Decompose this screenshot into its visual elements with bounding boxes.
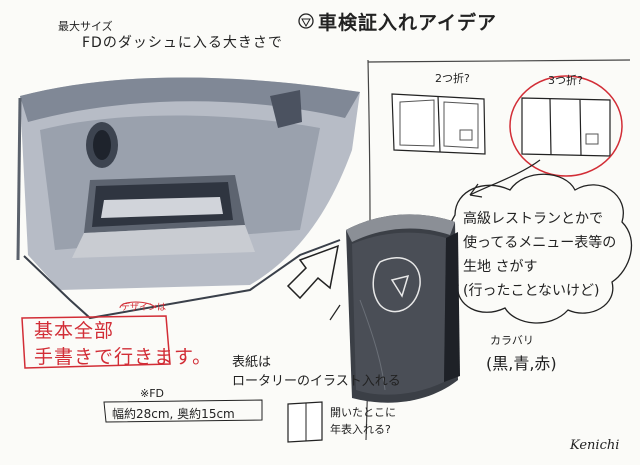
speech-cloud <box>443 173 633 324</box>
cover-note: 表紙は ロータリーのイラスト入れる <box>232 353 401 391</box>
design-note-line: 手書きで行きます。 <box>34 346 213 368</box>
bubble-text: 高級レストランとかで 使ってるメニュー表等の 生地 さがす (行ったことないけど… <box>463 207 628 303</box>
bubble-line: 使ってるメニュー表等の <box>463 235 617 251</box>
two-fold-booklet-sketch <box>391 93 486 155</box>
small-booklet-sketch <box>287 401 323 443</box>
three-fold-label: 3つ折? <box>548 74 583 87</box>
bubble-line: 高級レストランとかで <box>463 211 603 227</box>
fd-dimensions: 幅約28cm, 奥約15cm <box>112 407 235 421</box>
arrow-icon <box>286 244 339 300</box>
red-note-box <box>21 315 171 369</box>
design-note-line: 基本全部 <box>34 320 115 342</box>
bubble-line: (行ったことないけど) <box>463 283 600 299</box>
bubble-line: 生地 さがす <box>463 259 538 275</box>
fd-label: ※FD <box>140 387 165 400</box>
design-note-small: デザインは <box>121 303 167 313</box>
color-variation-label: カラバリ <box>490 334 534 347</box>
page-subtitle: FDのダッシュに入る大きさで <box>82 35 283 51</box>
color-options: (黒,青,赤) <box>486 354 557 373</box>
two-fold-label: 2つ折? <box>435 72 470 85</box>
max-size-note: 最大サイズ <box>58 20 113 33</box>
glovebox-sketch <box>16 77 360 320</box>
cover-booklet-sketch <box>346 214 460 403</box>
booklet-note-line: 開いたとこに <box>330 406 396 419</box>
page-title: 車検証入れアイデア <box>318 12 498 34</box>
design-note: 基本全部 手書きで行きます。 <box>34 318 212 370</box>
rotary-logo-icon <box>298 13 314 29</box>
artist-signature: Kenichi <box>570 438 620 453</box>
booklet-note: 開いたとこに 年表入れる? <box>330 404 396 438</box>
cover-note-line: 表紙は <box>232 355 272 370</box>
cover-note-line: ロータリーのイラスト入れる <box>232 374 401 389</box>
booklet-note-line: 年表入れる? <box>330 423 391 436</box>
three-fold-booklet-sketch <box>469 75 623 198</box>
fd-size-box <box>103 399 263 423</box>
